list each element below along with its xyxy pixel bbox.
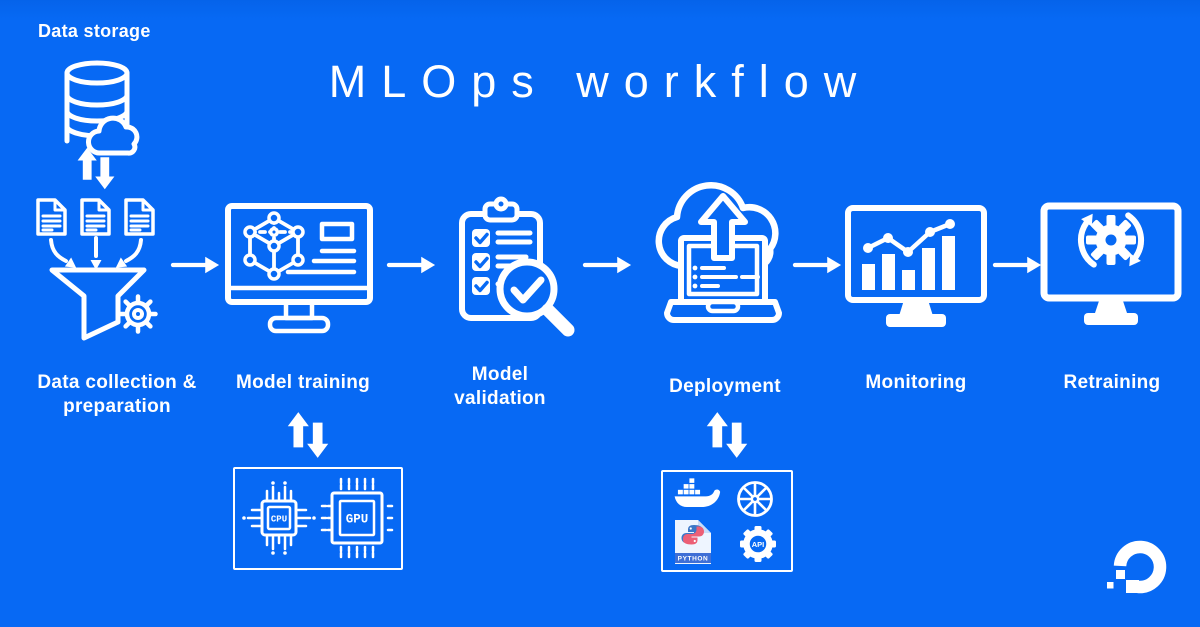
flow-arrow-3 <box>582 256 632 274</box>
flow-arrow-2 <box>386 256 436 274</box>
tools-box: PYTHON API <box>661 470 793 572</box>
cloud-icon <box>86 115 140 156</box>
svg-text:CPU: CPU <box>271 515 287 525</box>
kubernetes-helm-icon <box>737 481 773 517</box>
document-icon <box>80 198 111 236</box>
upload-arrow-icon <box>698 193 748 261</box>
svg-text:GPU: GPU <box>346 513 369 527</box>
stage-label-monitoring: Monitoring <box>865 372 967 393</box>
checklist-magnifier-icon <box>459 196 575 337</box>
api-gear-icon: API <box>740 526 776 562</box>
cloud-upload-laptop-icon <box>655 182 782 323</box>
stage-label-model-training: Model training <box>235 372 371 393</box>
svg-text:API: API <box>752 540 765 549</box>
cpu-chip-icon: CPU <box>242 481 316 555</box>
bar-chart <box>862 236 955 290</box>
docker-whale-icon <box>674 478 721 508</box>
cube-model-monitor-icon <box>225 203 373 334</box>
database-cloud-icon <box>64 60 140 156</box>
cloud-icon <box>655 182 779 270</box>
exchange-arrows-training <box>287 412 329 458</box>
python-file-icon: PYTHON <box>675 520 711 564</box>
gear-icon <box>118 294 158 334</box>
digitalocean-logo <box>1107 540 1167 594</box>
flow-arrow-4 <box>792 256 842 274</box>
flow-arrow-5 <box>992 256 1042 274</box>
gpu-chip-icon: GPU <box>320 477 394 559</box>
data-storage-label: Data storage <box>38 21 151 41</box>
page-title: MLOps workflow <box>328 56 872 107</box>
monitor-stand <box>886 314 946 327</box>
exchange-arrows-storage <box>77 147 115 190</box>
documents-funnel-gear-icon <box>36 198 158 341</box>
bar-line-chart-monitor-icon <box>845 205 987 327</box>
gear-sync-monitor-icon <box>1040 202 1182 325</box>
stage-label-data-collection: Data collection &preparation <box>37 372 197 417</box>
svg-text:PYTHON: PYTHON <box>678 556 709 563</box>
monitor-stand <box>267 315 331 334</box>
exchange-arrows-deployment <box>706 412 748 458</box>
gear-icon <box>1086 215 1136 265</box>
flow-arrow-1 <box>170 256 220 274</box>
funnel-icon <box>49 267 147 341</box>
sync-arrows-icon <box>1078 212 1144 268</box>
magnifier-check-icon <box>496 258 575 337</box>
document-icon <box>124 198 155 236</box>
document-icon <box>36 198 67 236</box>
stage-label-retraining: Retraining <box>1063 372 1161 393</box>
monitor-stand <box>1084 313 1138 325</box>
stage-label-deployment: Deployment <box>669 376 781 397</box>
hardware-box: CPU GPU <box>233 467 403 570</box>
